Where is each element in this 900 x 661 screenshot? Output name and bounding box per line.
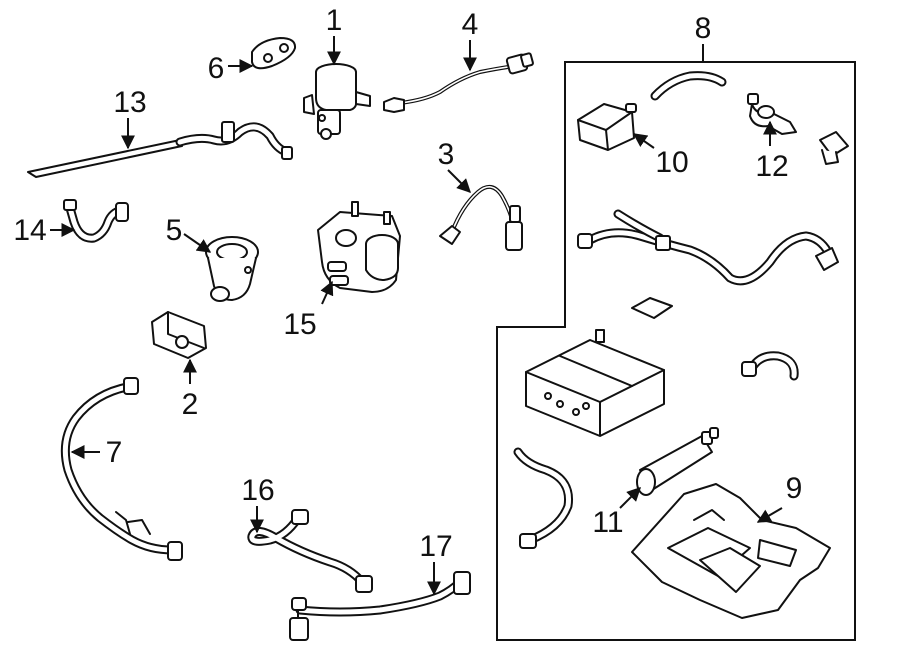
elbow-hose[interactable] [741, 351, 799, 381]
evap-canister[interactable] [525, 329, 665, 437]
part-1-egr-valve[interactable] [303, 63, 371, 140]
part-11-fuel-filter[interactable] [636, 427, 719, 496]
part-13-vent-tube[interactable] [27, 121, 293, 178]
part-4-oxygen-sensor[interactable] [383, 52, 534, 113]
callout-11: 11 [592, 506, 623, 539]
callout-12: 12 [755, 150, 788, 183]
callout-5: 5 [166, 214, 183, 247]
part-2-sensor[interactable] [151, 311, 207, 359]
callout-9: 9 [786, 472, 803, 505]
vapor-hose-upper[interactable] [650, 71, 727, 101]
callout-3: 3 [438, 138, 455, 171]
part-14-hose[interactable] [63, 199, 129, 243]
part-3-oxygen-sensor[interactable] [439, 184, 523, 251]
part-9-shield[interactable] [631, 483, 831, 619]
vapor-tube[interactable] [577, 209, 839, 286]
foam-pad[interactable] [631, 297, 673, 319]
callout-17: 17 [419, 530, 452, 563]
group-box-8 [496, 61, 856, 641]
callout-14: 14 [13, 214, 46, 247]
callout-4: 4 [462, 8, 479, 41]
callout-10: 10 [655, 146, 688, 179]
callout-13: 13 [113, 86, 146, 119]
callout-15: 15 [283, 308, 316, 341]
part-16-hose[interactable] [247, 509, 373, 593]
callout-7: 7 [106, 436, 123, 469]
callout-1: 1 [326, 4, 343, 37]
callout-8: 8 [695, 12, 712, 45]
part-5-egr-valve[interactable] [205, 236, 259, 302]
part-17-fuel-line[interactable] [289, 571, 471, 641]
part-15-throttle-assembly[interactable] [317, 201, 401, 293]
callout-16: 16 [241, 474, 274, 507]
part-6-gasket[interactable] [251, 37, 297, 70]
part-12-vent-valve[interactable] [747, 93, 849, 165]
part-10-purge-valve[interactable] [577, 103, 637, 151]
part-7-hose[interactable] [60, 377, 183, 561]
callout-6: 6 [208, 52, 225, 85]
vapor-hose-left[interactable] [513, 447, 574, 549]
callout-2: 2 [182, 388, 199, 421]
